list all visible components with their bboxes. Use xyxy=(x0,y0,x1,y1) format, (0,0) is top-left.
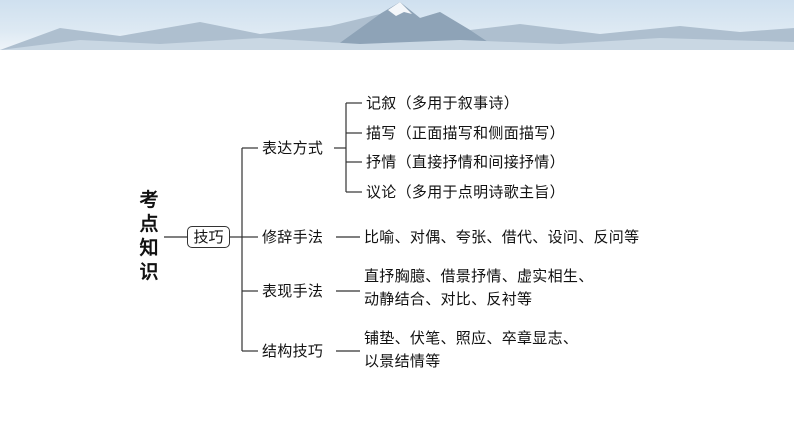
root-title-char: 知 xyxy=(139,237,159,259)
branch-label-rhetoric: 修辞手法 xyxy=(262,228,324,246)
list-item: 铺垫、伏笔、照应、卒章显志、 xyxy=(364,329,579,347)
list-item: 议论（多用于点明诗歌主旨） xyxy=(366,183,565,201)
list-item: 抒情（直接抒情和间接抒情） xyxy=(366,153,565,171)
root-title: 考 点 知 识 xyxy=(138,188,160,284)
root-title-char: 点 xyxy=(139,213,159,235)
list-item: 记叙（多用于叙事诗） xyxy=(366,94,520,112)
list-item: 描写（正面描写和侧面描写） xyxy=(366,124,565,142)
list-item: 动静结合、对比、反衬等 xyxy=(364,290,533,308)
branch-label-expression: 表达方式 xyxy=(262,139,324,157)
list-item: 比喻、对偶、夸张、借代、设问、反问等 xyxy=(364,228,640,246)
mountain-banner-image xyxy=(0,2,794,50)
header-banner xyxy=(0,0,794,50)
center-node: 技巧 xyxy=(187,226,230,248)
branch-label-technique: 表现手法 xyxy=(262,282,324,300)
root-title-char: 考 xyxy=(139,189,159,211)
root-title-char: 识 xyxy=(139,261,159,283)
branch-label-structure: 结构技巧 xyxy=(262,342,324,360)
list-item: 以景结情等 xyxy=(364,352,441,370)
list-item: 直抒胸臆、借景抒情、虚实相生、 xyxy=(364,267,594,285)
